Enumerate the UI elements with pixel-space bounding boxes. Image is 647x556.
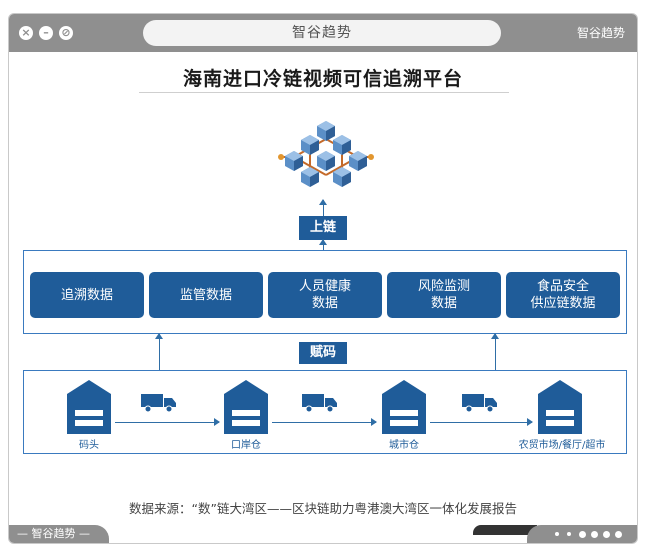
truck-icon: [141, 394, 176, 413]
page-dot[interactable]: [591, 531, 598, 538]
page-dots: [527, 525, 637, 543]
diagram-title: 海南进口冷链视频可信追溯平台: [182, 68, 463, 90]
truck-icon: [462, 394, 497, 413]
truck-icon: [302, 394, 337, 413]
warehouse-icon-city: [382, 380, 426, 434]
warehouse-icon-wharf: [67, 380, 111, 434]
node-label-wharf: 码头: [79, 440, 99, 451]
brand-logo-top: 智谷趋势: [576, 26, 625, 40]
page-dot[interactable]: [579, 531, 586, 538]
node-label-port: 口岸仓: [231, 440, 261, 451]
footer-accent: [473, 525, 537, 535]
bottom-brand: — 智谷趋势 —: [9, 525, 109, 543]
upchain-connector: [319, 239, 327, 250]
warehouse-icon-port: [224, 380, 268, 434]
upchain-label: 上链: [299, 216, 347, 240]
close-icon[interactable]: ×: [19, 26, 33, 40]
data-source: 数据来源：“数”链大湾区——区块链助力粤港澳大湾区一体化发展报告: [129, 501, 517, 516]
page-dot[interactable]: [555, 532, 559, 536]
window-tab[interactable]: 智谷趋势: [143, 20, 501, 46]
encode-label: 赋码: [299, 342, 347, 364]
node-label-city: 城市仓: [389, 440, 419, 451]
data-box-food-safety: 食品安全 供应链数据: [506, 272, 620, 318]
minimize-icon[interactable]: –: [39, 26, 53, 40]
data-box-supervision: 监管数据: [149, 272, 263, 318]
encode-arrow-left: [155, 333, 163, 370]
cancel-icon[interactable]: ⊘: [59, 26, 73, 40]
title-bar: × – ⊘ 智谷趋势 智谷趋势: [9, 14, 637, 52]
page-dot[interactable]: [603, 531, 610, 538]
brand-logo-bottom: 智谷趋势: [31, 527, 76, 540]
blockchain-icon: [278, 121, 374, 187]
flow-arrow: [272, 418, 377, 426]
upchain-arrow: [319, 199, 327, 216]
logistics-panel: [23, 370, 627, 454]
flow-arrow: [430, 418, 533, 426]
data-box-risk: 风险监测 数据: [387, 272, 501, 318]
node-label-market: 农贸市场/餐厅/超市: [518, 440, 606, 451]
title-underline: [139, 92, 509, 93]
page-dot[interactable]: [567, 532, 571, 536]
window-frame: × – ⊘ 智谷趋势 智谷趋势 海南进口冷链视频可信追溯平台: [8, 13, 638, 544]
flow-arrow: [115, 418, 220, 426]
data-box-health: 人员健康 数据: [268, 272, 382, 318]
data-box-trace: 追溯数据: [30, 272, 144, 318]
page-dot[interactable]: [615, 531, 622, 538]
encode-arrow-right: [491, 333, 499, 370]
warehouse-icon-market: [538, 380, 582, 434]
